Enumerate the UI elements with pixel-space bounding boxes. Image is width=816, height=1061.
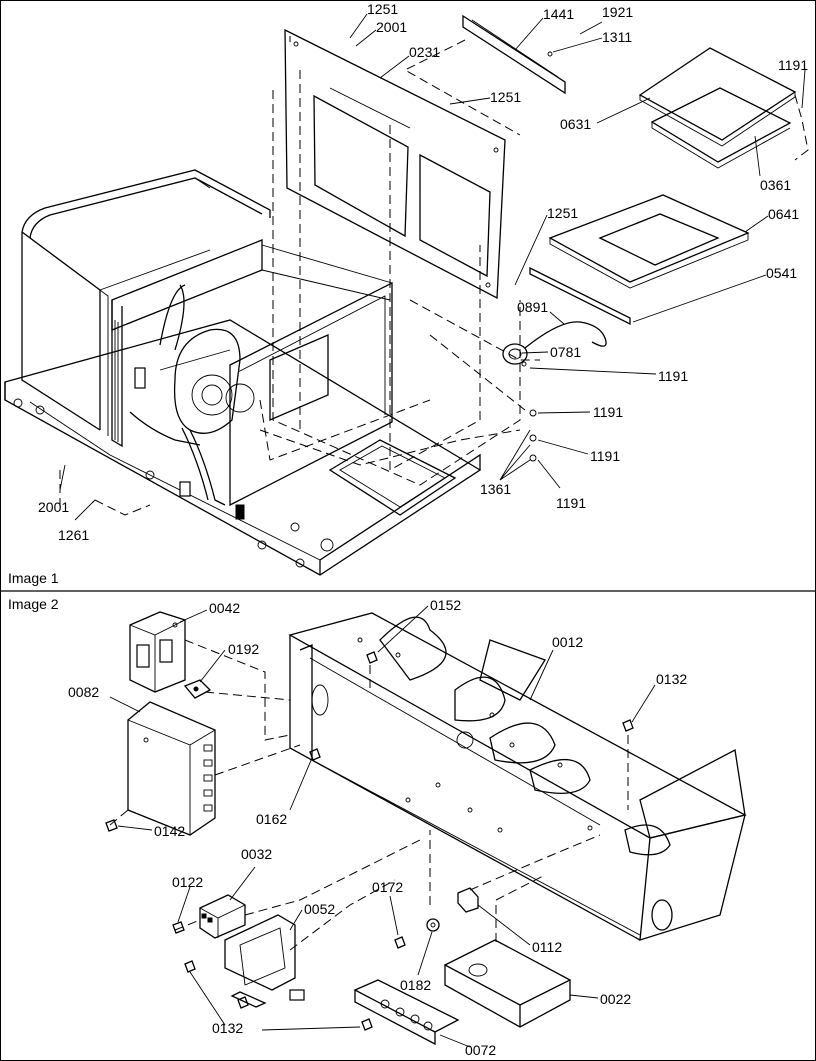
- callout-1261: 1261: [58, 527, 89, 543]
- callout-1251-mid: 1251: [490, 89, 521, 105]
- callout-0231: 0231: [409, 44, 440, 60]
- image-2-drawing: [105, 605, 747, 1048]
- callout-0152: 0152: [430, 597, 461, 613]
- callout-1191-a: 1191: [658, 368, 688, 384]
- callout-0132-top: 0132: [656, 671, 687, 687]
- callout-0641: 0641: [768, 206, 799, 222]
- callout-0781: 0781: [550, 344, 581, 360]
- callout-1251-top: 1251: [367, 1, 398, 17]
- callout-0012: 0012: [552, 634, 583, 650]
- callout-0361: 0361: [760, 177, 791, 193]
- callout-0182: 0182: [400, 977, 431, 993]
- callout-1361: 1361: [480, 481, 511, 497]
- callout-0142: 0142: [154, 823, 185, 839]
- callout-0541: 0541: [766, 265, 797, 281]
- callout-1191-b: 1191: [593, 404, 623, 420]
- callout-0022: 0022: [600, 991, 631, 1007]
- callout-0052: 0052: [304, 901, 335, 917]
- callout-1191-tr: 1191: [778, 57, 808, 73]
- callout-0132-bottom: 0132: [212, 1020, 243, 1036]
- callout-0192: 0192: [228, 641, 259, 657]
- callout-1441: 1441: [543, 6, 574, 22]
- callout-1191-d: 1191: [556, 495, 586, 511]
- callout-0082: 0082: [68, 684, 99, 700]
- callout-0072: 0072: [465, 1042, 496, 1058]
- callout-0122: 0122: [172, 874, 203, 890]
- callout-0112: 0112: [532, 939, 562, 955]
- callout-0032: 0032: [241, 846, 272, 862]
- callout-1921: 1921: [602, 4, 633, 20]
- callout-1191-c: 1191: [590, 448, 620, 464]
- image-1-drawing: [4, 13, 809, 576]
- callout-0631: 0631: [560, 116, 591, 132]
- callout-labels: 1251 2001 0231 1441 1921 1311 1251 1191 …: [38, 1, 808, 1058]
- callout-2001-top: 2001: [376, 19, 407, 35]
- callout-0891: 0891: [517, 299, 548, 315]
- callout-0042: 0042: [209, 600, 240, 616]
- callout-0162: 0162: [256, 811, 287, 827]
- image-2-caption: Image 2: [8, 596, 59, 612]
- callout-1311: 1311: [602, 29, 632, 45]
- callout-2001-left: 2001: [38, 499, 69, 515]
- image-1-caption: Image 1: [8, 570, 59, 586]
- callout-0172: 0172: [372, 879, 403, 895]
- callout-1251-right: 1251: [547, 205, 578, 221]
